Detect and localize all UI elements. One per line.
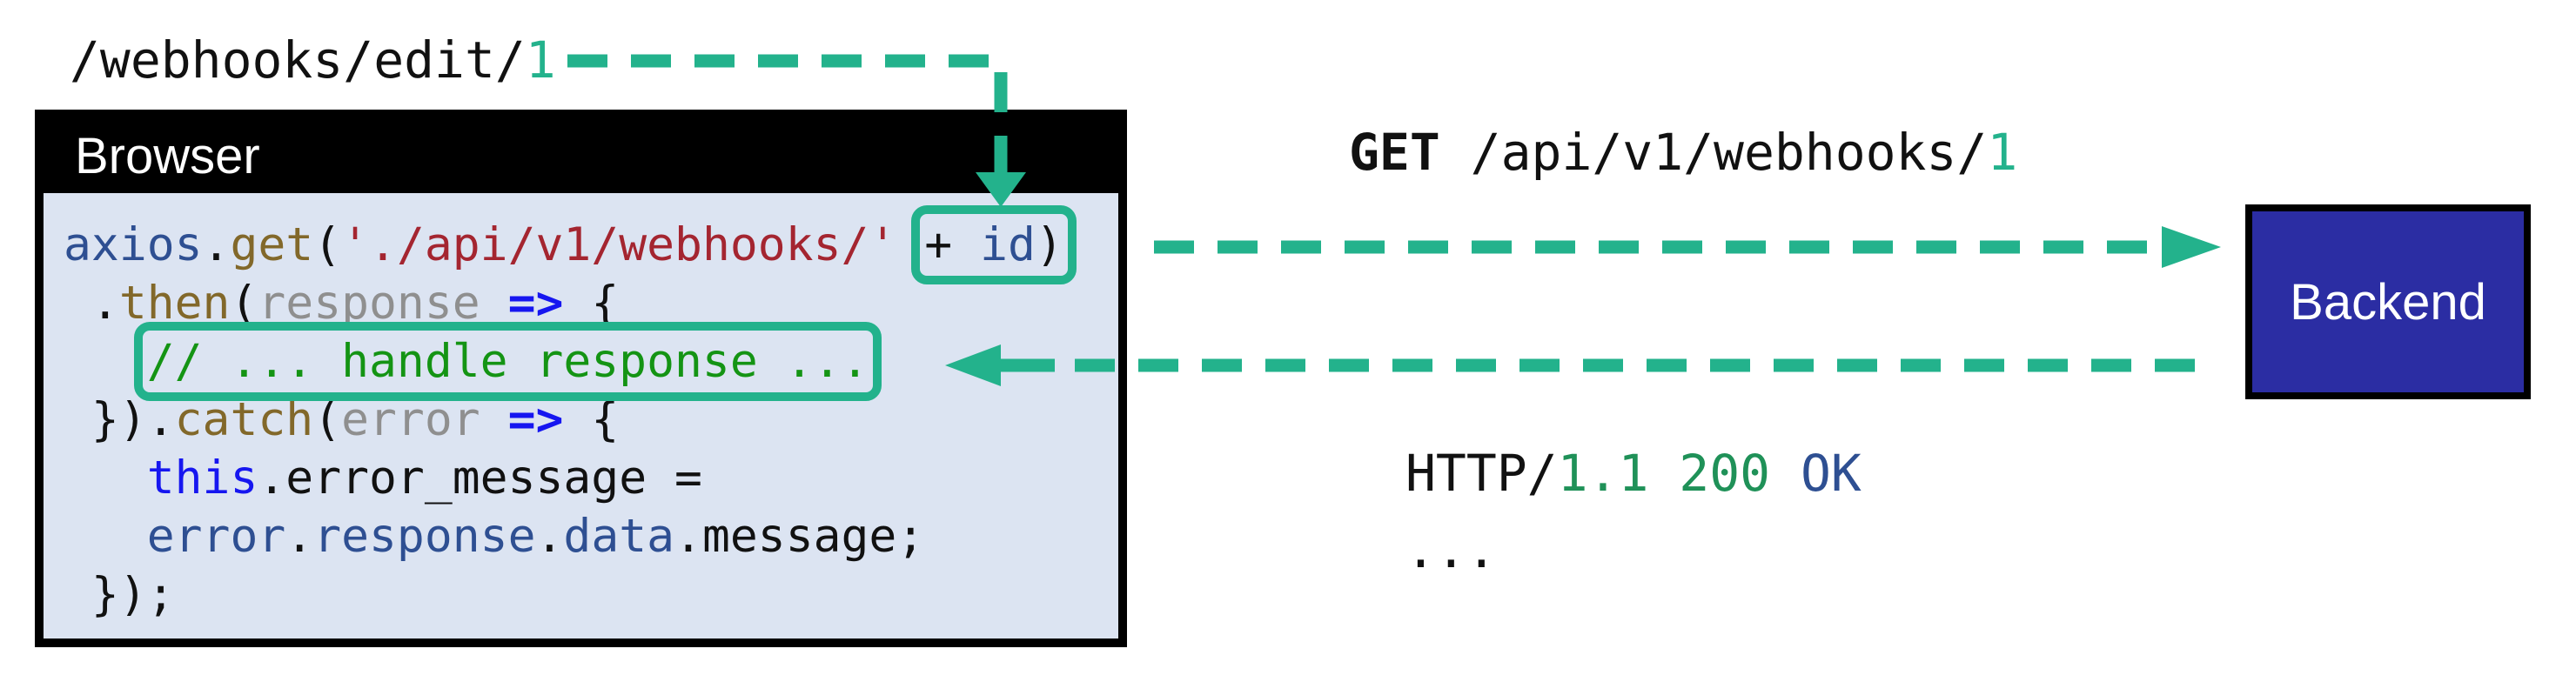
text-line: error.response.data.message;: [64, 507, 1118, 565]
code-token: data: [563, 510, 675, 563]
code-token: catch: [174, 393, 314, 446]
code-token: .: [674, 510, 702, 563]
code-token: {: [563, 277, 620, 330]
code-token: id: [980, 218, 1036, 271]
request-label: GET /api/v1/webhooks/1: [1349, 124, 2017, 181]
code-token: .: [202, 218, 231, 271]
code-token: [64, 451, 147, 505]
code-token: 1: [1987, 123, 2018, 182]
code-token: (: [313, 218, 342, 271]
code-token: .: [258, 451, 286, 505]
code-token: /api/v1/webhooks/: [1439, 123, 1988, 182]
code-token: [64, 335, 147, 388]
text-line: axios.get('./api/v1/webhooks/' + id): [64, 205, 1118, 284]
code-token: [1770, 444, 1801, 503]
code-token: {: [563, 393, 620, 446]
code-token: [896, 218, 924, 271]
code-token: // ... handle response ...: [146, 335, 869, 388]
code-token: response: [258, 277, 480, 330]
code-token: [64, 510, 147, 563]
id-highlight-box: + id): [911, 205, 1077, 284]
code-token: HTTP/: [1405, 444, 1558, 503]
code-token: GET: [1349, 123, 1440, 182]
code-token: error: [146, 510, 286, 563]
text-line: }).catch(error => {: [64, 391, 1118, 449]
browser-code: axios.get('./api/v1/webhooks/' + id) .th…: [44, 193, 1118, 639]
code-token: /webhooks/edit/: [70, 30, 526, 90]
code-token: .: [535, 510, 564, 563]
code-token: .: [285, 510, 314, 563]
text-line: ...: [1405, 512, 1862, 588]
text-line: this.error_message =: [64, 449, 1118, 507]
code-token: this: [146, 451, 258, 505]
code-token: });: [64, 568, 175, 621]
text-line: /webhooks/edit/1: [70, 31, 556, 89]
code-token: }).: [64, 393, 175, 446]
code-token: response: [313, 510, 536, 563]
code-token: ): [1035, 218, 1063, 271]
text-line: });: [64, 565, 1118, 624]
browser-window: Browser axios.get('./api/v1/webhooks/' +…: [35, 110, 1127, 647]
response-highlight-box: // ... handle response ...: [133, 322, 882, 401]
right-arrowhead-icon: [2162, 226, 2221, 268]
text-line: .then(response => {: [64, 274, 1118, 332]
code-token: .: [64, 277, 119, 330]
request-arrow: [1154, 226, 2221, 268]
backend-box: Backend: [2245, 204, 2531, 399]
code-token: './api/v1/webhooks/': [341, 218, 897, 271]
code-token: axios: [64, 218, 203, 271]
code-token: 1: [525, 30, 556, 90]
code-token: get: [230, 218, 314, 271]
text-line: HTTP/1.1 200 OK: [1405, 435, 1862, 512]
code-token: [480, 393, 508, 446]
code-token: ...: [1405, 520, 1497, 579]
backend-label: Backend: [2290, 273, 2486, 331]
code-token: =>: [507, 277, 564, 330]
code-token: 1.1 200: [1557, 444, 1771, 503]
code-token: [480, 277, 508, 330]
response-arrow: [945, 344, 2195, 386]
code-token: error_message =: [285, 451, 702, 505]
code-token: OK: [1800, 444, 1862, 503]
code-token: =>: [507, 393, 564, 446]
code-token: (: [313, 393, 342, 446]
code-token: (: [230, 277, 258, 330]
browser-header: Browser: [44, 118, 1118, 193]
route-label: /webhooks/edit/1: [70, 31, 556, 89]
text-line: GET /api/v1/webhooks/1: [1349, 124, 2017, 181]
text-line: // ... handle response ...: [64, 322, 1118, 401]
browser-title: Browser: [75, 127, 260, 184]
code-token: message;: [701, 510, 925, 563]
code-token: then: [118, 277, 231, 330]
code-token: error: [341, 393, 480, 446]
response-label: HTTP/1.1 200 OK...: [1405, 435, 1862, 588]
code-token: +: [924, 218, 981, 271]
